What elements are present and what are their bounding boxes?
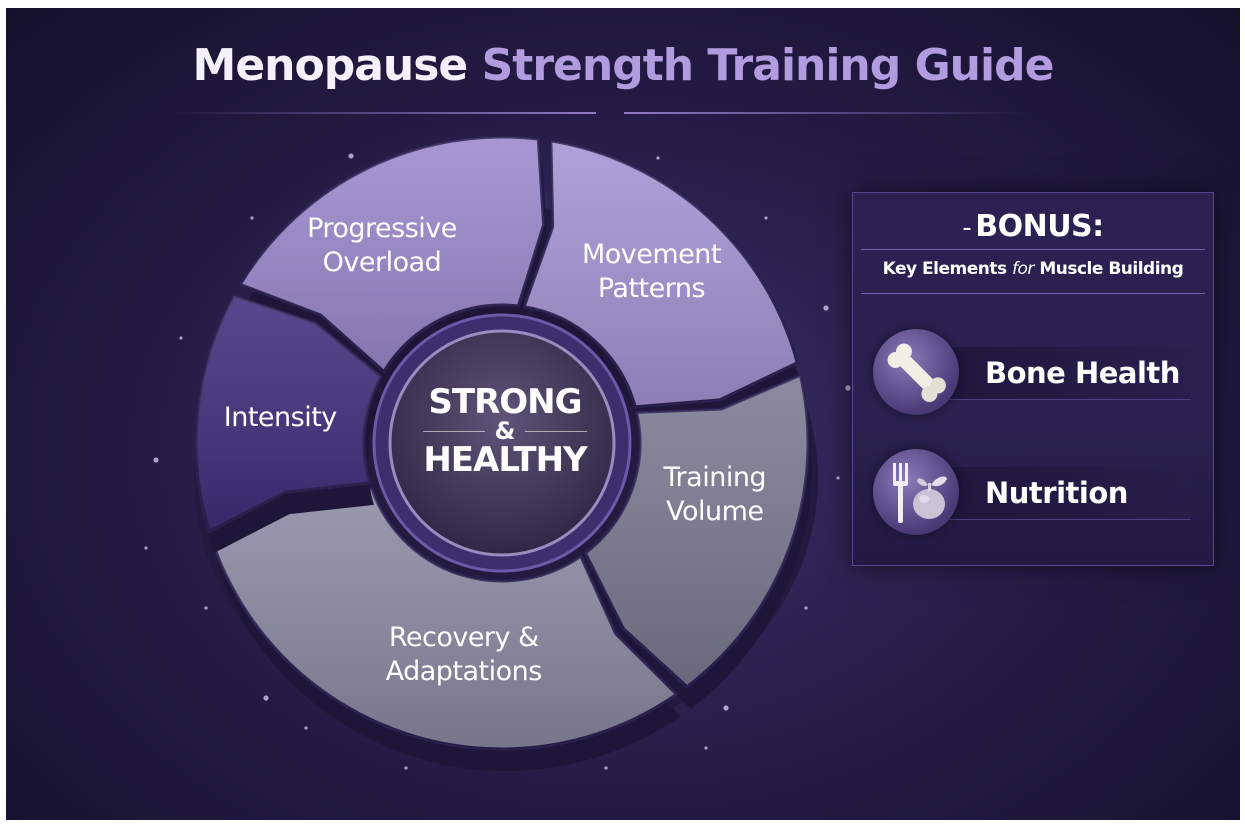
bonus-rule-bottom	[861, 293, 1205, 294]
segment-training-volume-shade	[585, 375, 808, 687]
sparkle-dot	[836, 476, 840, 480]
bonus-heading: -BONUS:	[853, 209, 1213, 244]
hub-amp-row: &	[385, 417, 625, 445]
sparkle-dot	[723, 705, 729, 711]
bone-icon	[873, 329, 959, 415]
title-part-1: Menopause	[192, 40, 469, 91]
bonus-subtitle: Key Elements for Muscle Building	[853, 259, 1213, 279]
title-underline-right	[624, 112, 1028, 114]
sparkle-dot	[304, 726, 308, 730]
bonus-rule-top	[861, 249, 1205, 250]
fork-and-apple-icon	[873, 449, 959, 535]
bonus-item-bone-health: Bone Health	[873, 329, 1191, 415]
segment-recovery-adaptations-shade	[213, 488, 677, 749]
bonus-panel: -BONUS: Key Elements for Muscle Building	[852, 192, 1214, 566]
bonus-item-label: Nutrition	[985, 476, 1128, 510]
bonus-heading-text: BONUS:	[975, 209, 1104, 244]
title-part-2: Strength Training Guide	[481, 40, 1055, 91]
sparkle-dot	[348, 153, 354, 159]
sparkle-dot	[204, 606, 208, 610]
hub-text: STRONG & HEALTHY	[385, 384, 625, 478]
bonus-item-label: Bone Health	[985, 356, 1180, 390]
hub-rule-left	[422, 430, 485, 432]
title-underline-left	[166, 112, 596, 114]
sparkle-dot	[704, 746, 708, 750]
segment-recovery-adaptations-label: Recovery &Adaptations	[386, 622, 542, 687]
sparkle-dot	[804, 606, 808, 610]
hub-line-2: HEALTHY	[423, 440, 587, 480]
hub-line-1: STRONG	[428, 382, 582, 422]
bonus-item-bar	[943, 467, 1191, 520]
sparkle-dot	[144, 546, 148, 550]
sparkle-dot	[604, 766, 608, 770]
page-title: Menopause Strength Training Guide	[6, 40, 1240, 91]
bonus-subtitle-a: Key Elements	[882, 259, 1013, 279]
infographic-canvas: Menopause Strength Training Guide Progr	[6, 8, 1240, 820]
sparkle-dot	[250, 216, 254, 220]
segment-progressive-overload-shade	[240, 137, 544, 372]
bonus-dash: -	[962, 213, 972, 243]
sparkle-dot	[263, 695, 269, 701]
sparkle-dot	[764, 216, 768, 220]
sparkle-dot	[656, 156, 660, 160]
bonus-item-nutrition: Nutrition	[873, 449, 1191, 535]
bonus-item-bar	[943, 347, 1191, 400]
sparkle-dot	[823, 305, 829, 311]
bonus-subtitle-em: for	[1012, 259, 1034, 279]
segment-movement-patterns-shade	[524, 140, 798, 407]
sparkle-dot	[153, 457, 159, 463]
segment-intensity-label: Intensity	[224, 402, 338, 433]
sparkle-dot	[404, 766, 408, 770]
hub-ampersand: &	[494, 417, 516, 445]
sparkle-dot	[179, 336, 183, 340]
bonus-subtitle-b: Muscle Building	[1033, 259, 1184, 279]
hub-disc	[388, 329, 616, 557]
hub-rule-right	[525, 430, 588, 432]
sparkle-dot	[845, 385, 851, 391]
segment-intensity-shade	[195, 295, 382, 532]
